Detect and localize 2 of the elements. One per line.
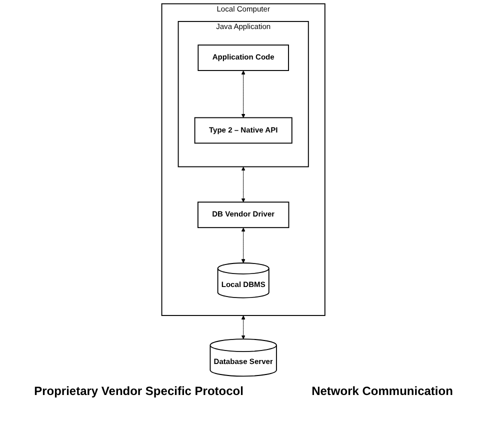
- protocol-note: Network Communication: [312, 384, 453, 398]
- protocol-note: Proprietary Vendor Specific Protocol: [34, 384, 244, 398]
